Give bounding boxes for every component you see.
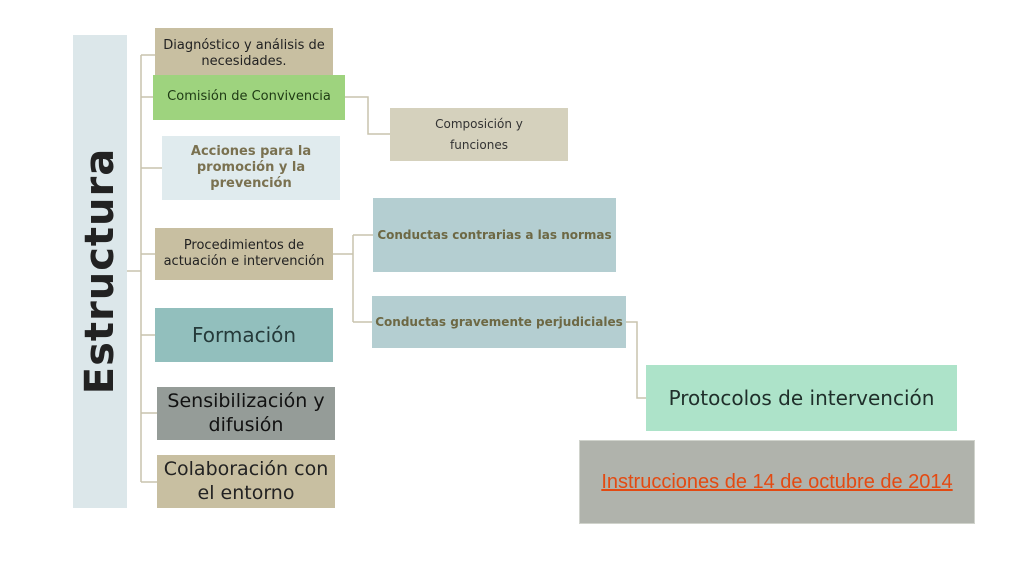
node-conductas-gravemente: Conductas gravemente perjudiciales (372, 296, 626, 348)
composicion-line-1: Composición y (435, 117, 523, 132)
node-conductas-contrarias: Conductas contrarias a las normas (373, 198, 616, 272)
node-colaboracion: Colaboración con el entorno (157, 455, 335, 508)
node-protocolos: Protocolos de intervención (646, 365, 957, 431)
node-acciones-promocion: Acciones para la promoción y la prevenci… (162, 136, 340, 200)
estructura-title: Estructura (77, 147, 123, 395)
node-comision-convivencia: Comisión de Convivencia (153, 75, 345, 120)
node-formacion: Formación (155, 308, 333, 362)
node-sensibilizacion: Sensibilización y difusión (157, 387, 335, 440)
node-diagnostico: Diagnóstico y análisis de necesidades. (155, 28, 333, 80)
node-procedimientos: Procedimientos de actuación e intervenci… (155, 228, 333, 280)
instrucciones-link[interactable]: Instrucciones de 14 de octubre de 2014 (601, 470, 953, 493)
instrucciones-link-box: Instrucciones de 14 de octubre de 2014 (579, 440, 975, 524)
composicion-line-2: funciones (450, 137, 508, 152)
node-composicion-funciones: Composición y funciones (390, 108, 568, 161)
estructura-root-bar (73, 35, 127, 508)
